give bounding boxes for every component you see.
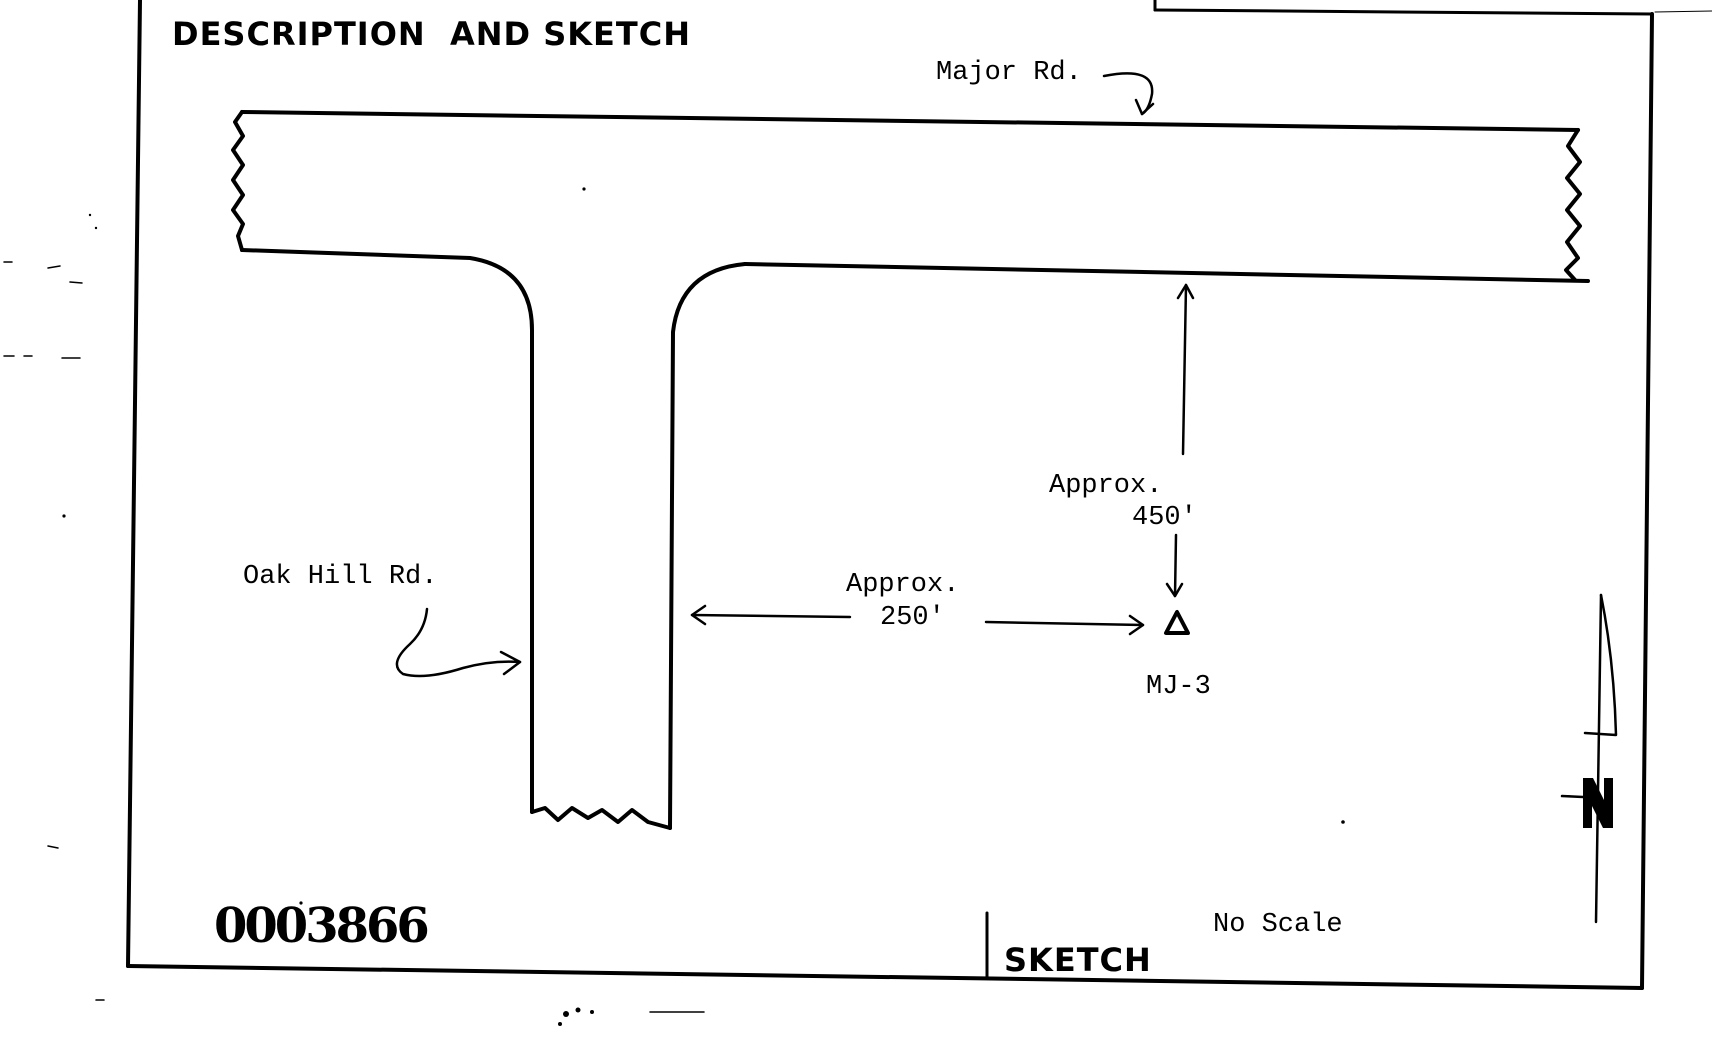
oak-hill-road-label: Oak Hill Rd. (243, 562, 438, 592)
scan-noise (3, 261, 1571, 1013)
north-arrow-icon (1560, 593, 1618, 924)
horizontal-distance-value: 250' (880, 603, 945, 633)
major-road-label: Major Rd. (936, 58, 1082, 88)
scan-specks (62, 187, 1345, 1026)
document-number: 0003866 (214, 898, 430, 954)
scale-note: No Scale (1213, 910, 1343, 940)
oak-hill-rd-leader (395, 607, 522, 678)
form-frame (126, 0, 1712, 990)
vertical-distance-label: Approx. (1049, 471, 1163, 501)
horizontal-distance-label: Approx. (846, 570, 960, 600)
dimension-arrow-vertical (1165, 283, 1195, 598)
triangle-icon (1164, 610, 1190, 635)
section-title: DESCRIPTION AND SKETCH (172, 15, 691, 53)
vertical-distance-value: 450' (1132, 503, 1197, 533)
station-label: MJ-3 (1146, 672, 1211, 702)
dimension-arrow-horizontal (690, 604, 1145, 636)
north-arrow-letter (1583, 778, 1613, 828)
major-rd-leader (1102, 72, 1155, 116)
sketch-section-label: SKETCH (1004, 941, 1152, 979)
major-road (231, 110, 1590, 830)
